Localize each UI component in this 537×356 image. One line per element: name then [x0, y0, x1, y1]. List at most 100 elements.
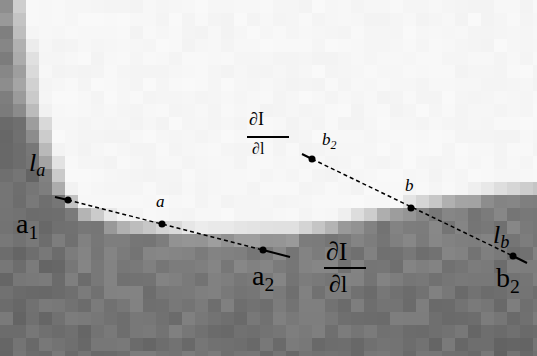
image-pixel — [429, 78, 443, 92]
image-pixel — [260, 26, 274, 40]
image-pixel — [338, 78, 352, 92]
image-pixel — [234, 260, 248, 274]
image-pixel — [91, 338, 105, 352]
point-dot — [65, 197, 72, 204]
image-pixel — [312, 260, 326, 274]
image-pixel — [299, 260, 313, 274]
image-pixel — [221, 52, 235, 66]
image-pixel — [13, 91, 27, 105]
image-pixel — [390, 351, 404, 356]
image-pixel — [312, 91, 326, 105]
image-pixel — [195, 195, 209, 209]
image-pixel — [78, 234, 92, 248]
image-pixel — [156, 247, 170, 261]
image-pixel — [364, 182, 378, 196]
image-pixel — [208, 208, 222, 222]
image-pixel — [0, 221, 14, 235]
image-pixel — [481, 208, 495, 222]
image-pixel — [91, 273, 105, 287]
image-pixel — [312, 182, 326, 196]
image-pixel — [442, 104, 456, 118]
image-pixel — [351, 143, 365, 157]
image-pixel — [494, 117, 508, 131]
image-pixel — [351, 234, 365, 248]
image-pixel — [13, 13, 27, 27]
image-pixel — [169, 234, 183, 248]
image-pixel — [390, 234, 404, 248]
image-pixel — [273, 195, 287, 209]
image-pixel — [247, 195, 261, 209]
image-pixel — [338, 221, 352, 235]
image-pixel — [221, 338, 235, 352]
image-pixel — [13, 52, 27, 66]
image-pixel — [195, 325, 209, 339]
image-pixel — [286, 169, 300, 183]
image-pixel — [403, 0, 417, 14]
image-pixel — [403, 156, 417, 170]
image-pixel — [494, 182, 508, 196]
image-pixel — [286, 338, 300, 352]
image-pixel — [143, 247, 157, 261]
image-pixel — [117, 338, 131, 352]
image-pixel — [260, 221, 274, 235]
image-pixel — [78, 221, 92, 235]
image-pixel — [104, 273, 118, 287]
image-pixel — [338, 156, 352, 170]
image-pixel — [13, 143, 27, 157]
image-pixel — [156, 78, 170, 92]
image-pixel — [325, 156, 339, 170]
image-pixel — [260, 0, 274, 14]
image-pixel — [416, 143, 430, 157]
image-pixel — [260, 78, 274, 92]
image-pixel — [65, 143, 79, 157]
image-pixel — [104, 325, 118, 339]
image-pixel — [429, 52, 443, 66]
image-pixel — [429, 312, 443, 326]
image-pixel — [338, 13, 352, 27]
image-pixel — [442, 208, 456, 222]
image-pixel — [299, 13, 313, 27]
image-pixel — [78, 65, 92, 79]
image-pixel — [468, 182, 482, 196]
image-pixel — [273, 299, 287, 313]
image-pixel — [429, 195, 443, 209]
image-pixel — [494, 65, 508, 79]
image-pixel — [195, 286, 209, 300]
image-pixel — [429, 299, 443, 313]
image-pixel — [312, 273, 326, 287]
image-pixel — [169, 26, 183, 40]
image-pixel — [351, 117, 365, 131]
image-pixel — [13, 117, 27, 131]
image-pixel — [234, 52, 248, 66]
image-pixel — [455, 169, 469, 183]
image-pixel — [208, 169, 222, 183]
image-pixel — [364, 208, 378, 222]
image-pixel — [507, 169, 521, 183]
image-pixel — [416, 117, 430, 131]
image-pixel — [26, 260, 40, 274]
image-pixel — [130, 221, 144, 235]
image-pixel — [26, 130, 40, 144]
image-pixel — [182, 286, 196, 300]
image-pixel — [442, 52, 456, 66]
image-pixel — [390, 156, 404, 170]
image-pixel — [273, 78, 287, 92]
image-pixel — [117, 299, 131, 313]
image-pixel — [299, 338, 313, 352]
image-pixel — [455, 299, 469, 313]
image-pixel — [416, 156, 430, 170]
image-pixel — [221, 78, 235, 92]
image-pixel — [130, 143, 144, 157]
image-pixel — [130, 351, 144, 356]
image-pixel — [117, 286, 131, 300]
image-pixel — [117, 169, 131, 183]
image-pixel — [208, 299, 222, 313]
image-pixel — [39, 247, 53, 261]
image-pixel — [286, 273, 300, 287]
image-pixel — [533, 143, 537, 157]
image-pixel — [468, 208, 482, 222]
image-pixel — [481, 52, 495, 66]
image-pixel — [117, 13, 131, 27]
image-pixel — [377, 0, 391, 14]
image-pixel — [390, 0, 404, 14]
